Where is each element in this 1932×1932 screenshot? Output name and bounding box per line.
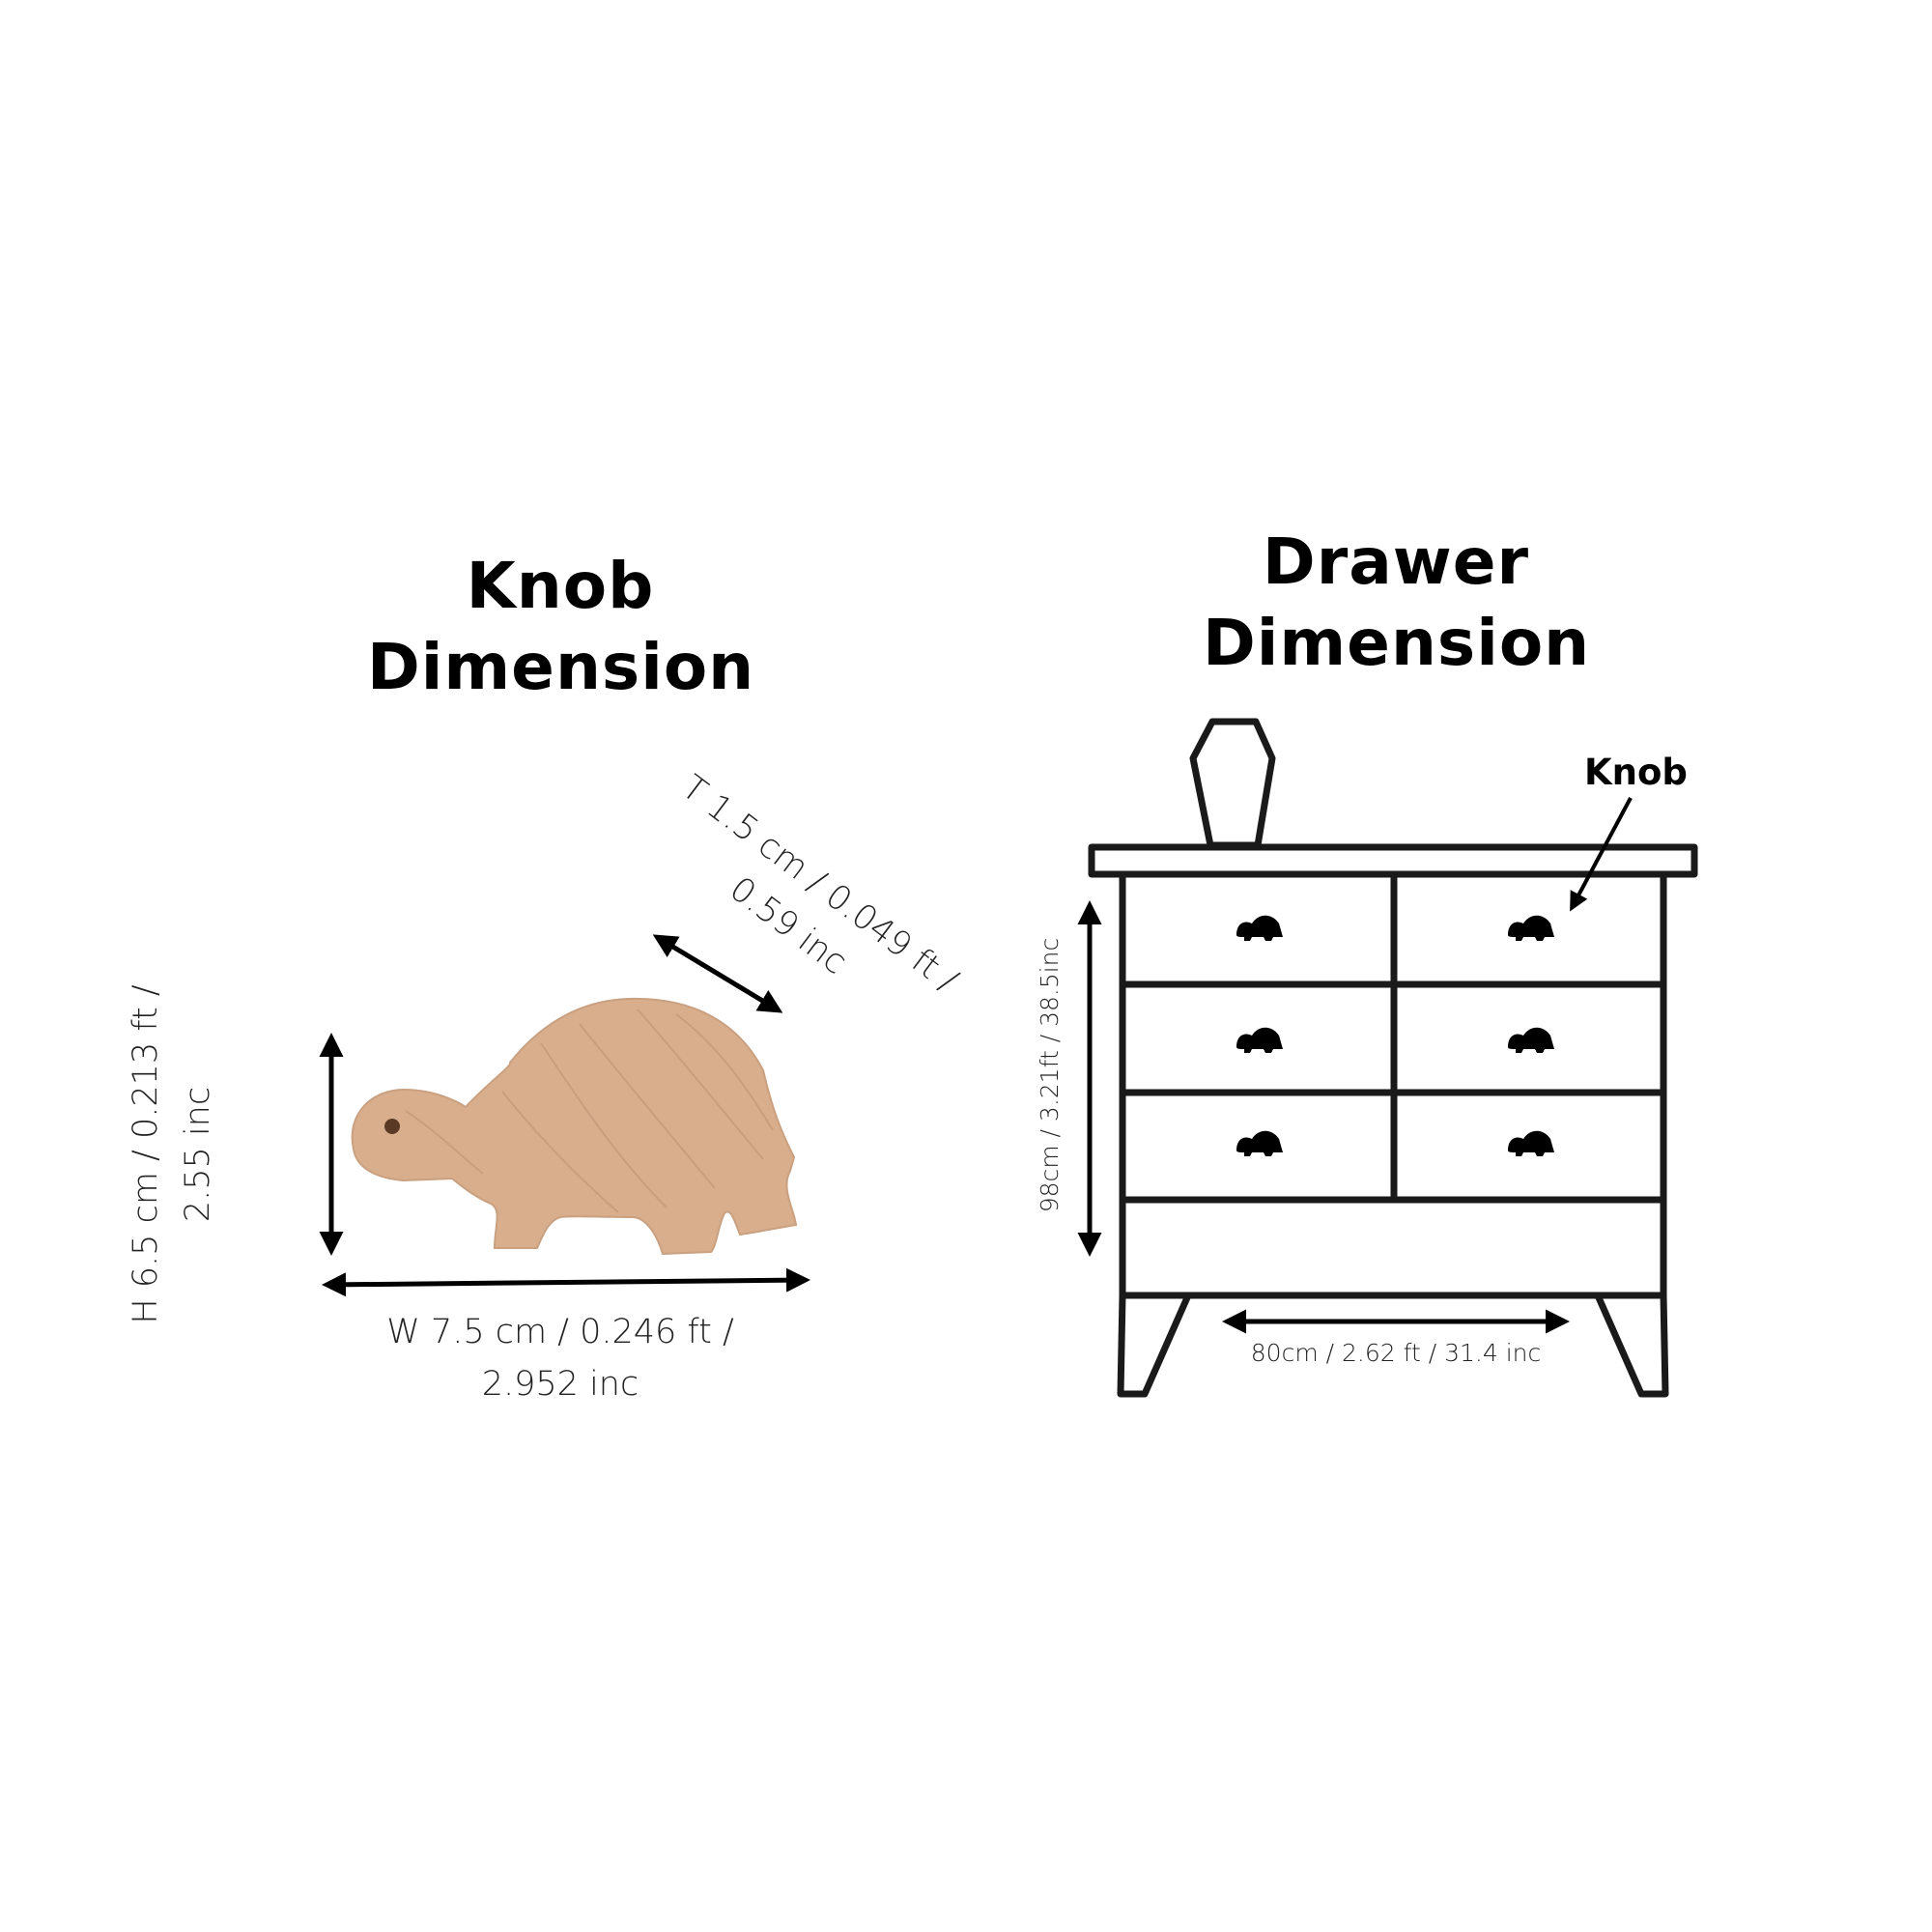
knob-width-arrow <box>322 1267 810 1297</box>
knob-height-label: H 6.5 cm / 0.213 ft / 2.55 inc <box>120 980 224 1328</box>
knob-screw-hole <box>384 1119 400 1134</box>
drawer-heading-line2: Dimension <box>1203 606 1591 680</box>
drawer-dimension-heading: Drawer Dimension <box>1203 522 1589 684</box>
dresser-leg-left <box>1117 1292 1192 1398</box>
knob-width-label: W 7.5 cm / 0.246 ft / 2.952 inc <box>357 1306 763 1410</box>
knob-heading-line2: Dimension <box>367 630 755 704</box>
knob-thickness-arrow <box>652 934 783 1013</box>
drawer-heading-line1: Drawer <box>1262 525 1530 599</box>
knob-dimension-heading: Knob Dimension <box>367 546 753 708</box>
knob-callout-label: Knob <box>1584 752 1688 793</box>
knob-height-line2: 2.55 inc <box>179 1086 217 1223</box>
wood-grain <box>405 1009 774 1213</box>
knob-width-line1: W 7.5 cm / 0.246 ft / <box>386 1313 734 1351</box>
turtle-knob-body <box>351 997 798 1256</box>
dresser-leg-right <box>1594 1292 1669 1398</box>
knob-heading-line1: Knob <box>466 549 655 623</box>
drawer-height-label: 98cm / 3.21ft / 38.5inc <box>1036 937 1064 1213</box>
knob-callout-arrow <box>1570 797 1633 912</box>
knob-width-line2: 2.952 inc <box>481 1365 639 1404</box>
dresser-illustration <box>1088 718 1698 1398</box>
drawer-width-label: 80cm / 2.62 ft / 31.4 inc <box>1250 1339 1542 1367</box>
vase-icon <box>1189 718 1276 849</box>
knob-height-line1: H 6.5 cm / 0.213 ft / <box>127 984 165 1324</box>
turtle-knob-photo <box>351 997 798 1256</box>
